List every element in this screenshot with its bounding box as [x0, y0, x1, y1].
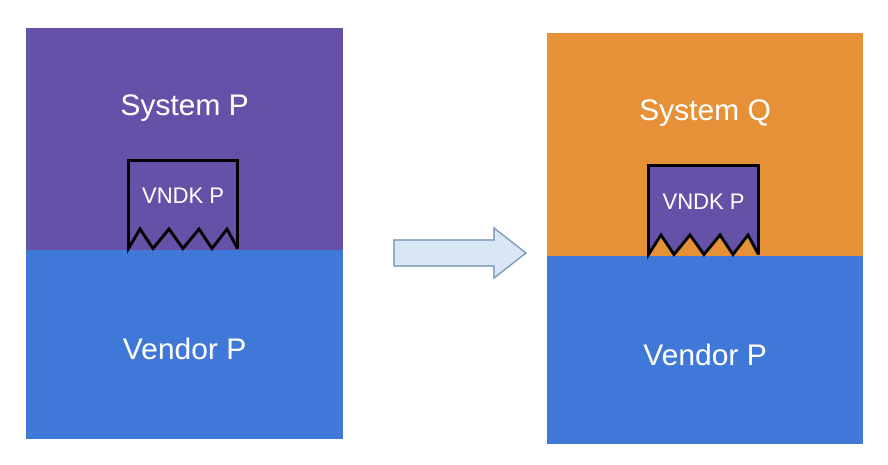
vendor-p-region: Vendor P	[547, 256, 863, 444]
system-q-label: System Q	[639, 94, 771, 127]
vendor-p-region: Vendor P	[26, 250, 343, 439]
vndk-p-label: VNDK P	[662, 189, 745, 214]
left-block: System P Vendor P VNDK P	[26, 28, 343, 439]
vendor-p-label: Vendor P	[122, 333, 247, 366]
vndk-p-label: VNDK P	[142, 183, 224, 208]
system-p-region: System P	[26, 28, 343, 250]
vendor-p-label: Vendor P	[643, 339, 767, 372]
right-block: System Q Vendor P VNDK P	[547, 33, 863, 444]
vndk-p-module: VNDK P	[127, 159, 239, 254]
right-arrow-icon	[393, 226, 528, 280]
system-p-label: System P	[120, 89, 249, 122]
vndk-p-module: VNDK P	[647, 164, 760, 260]
vndk-notched-shape-icon	[127, 159, 239, 254]
vndk-notched-shape-icon	[647, 164, 760, 260]
